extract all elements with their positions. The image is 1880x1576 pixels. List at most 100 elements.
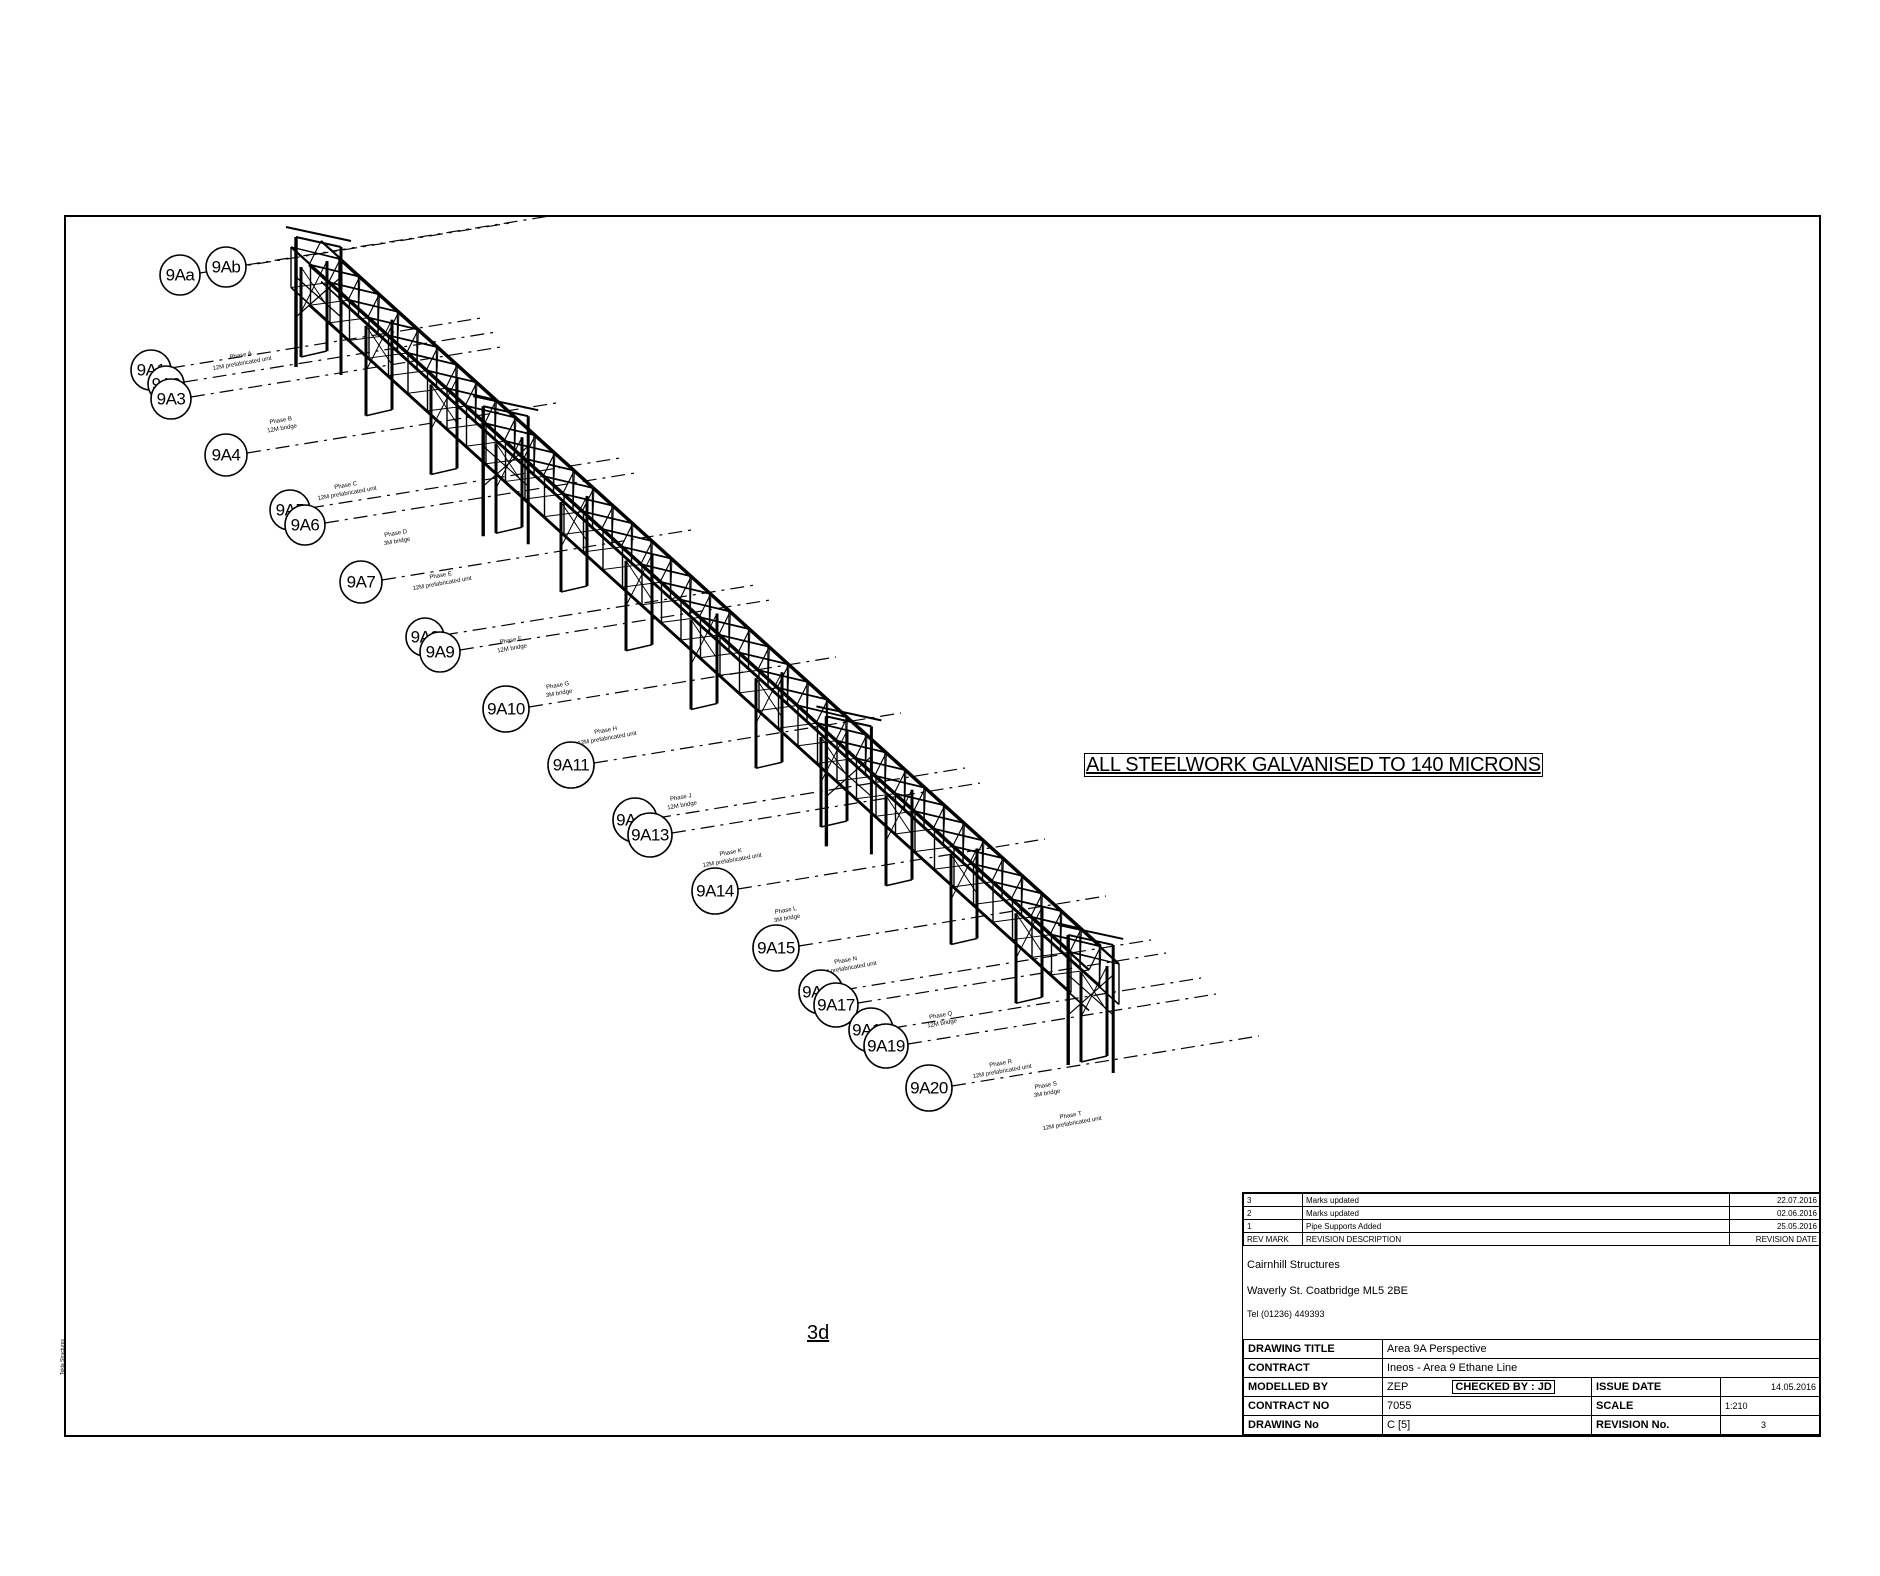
rev-mark: 3 [1243,1193,1303,1207]
tag-circle [627,812,673,858]
gridline-tag: 9A4 [204,433,248,477]
tag-circle [905,1064,953,1112]
title-info-table: DRAWING TITLE Area 9A Perspective CONTRA… [1243,1339,1821,1435]
phase-name: Phase R [989,1059,1013,1069]
phase-name: Phase L [774,906,797,916]
gridline-tag: 9A10 [482,685,530,733]
tag-label: 9A9 [426,643,455,662]
tag-circle [204,433,248,477]
phase-name: Phase T [1059,1111,1082,1121]
rev-description-header: REVISION DESCRIPTION [1302,1232,1730,1246]
phase-description: 12M bridge [497,643,528,654]
tag-circle [752,924,800,972]
phase-name: Phase B [269,416,292,426]
tag-label: 9A6 [291,516,320,535]
rev-date: 25.05.2016 [1729,1219,1821,1233]
tag-label: 9A7 [347,573,376,592]
phase-label: Phase L3M bridge [774,906,802,925]
phase-name: Phase G [546,681,570,691]
phase-label: Phase D3M bridge [384,529,412,547]
pipe-bridge-structure [285,226,1124,1073]
phase-name: Phase J [670,793,692,803]
tag-circle [813,982,859,1028]
tag-label: 9A19 [867,1037,905,1056]
contract-no: 7055 [1382,1396,1592,1416]
gridline-tag: 9A14 [691,867,739,915]
gridline-tag: 9Ab [205,246,247,288]
phase-name: Phase Q [929,1011,953,1021]
gridline-tag: 9A3 [150,378,192,420]
tag-label: 9A14 [696,882,734,901]
phase-description: 3M bridge [1034,1089,1062,1100]
drawing-title: Area 9A Perspective [1382,1339,1821,1359]
phase-description: 12M bridge [667,800,698,811]
phase-name: Phase E [429,571,452,581]
drawing-no: C [5] [1382,1415,1592,1435]
phase-name: Phase A [229,351,252,361]
phase-label: Phase G3M bridge [546,681,574,700]
tag-label: 9A17 [817,996,855,1015]
issue-date-label: ISSUE DATE [1591,1377,1721,1397]
modelled-by-label: MODELLED BY [1243,1377,1383,1397]
tag-circle [482,685,530,733]
phase-description: 12M bridge [267,423,298,434]
gridline-tag: 9A9 [419,631,461,673]
rev-description: Marks updated [1302,1206,1730,1220]
tag-label: 9A20 [910,1079,948,1098]
gridline-tag: 9Aa [159,254,201,296]
tag-circle [205,246,247,288]
gridline-tags: 9Aa9Ab9A19A29A39A49A59A69A79A89A99A109A1… [130,246,953,1112]
phase-name: Phase S [1034,1081,1057,1091]
contract-label: CONTRACT [1243,1358,1383,1378]
grid-leader-lines [170,217,1260,1087]
tag-circle [159,254,201,296]
software-stamp: Tekla Structures [60,1339,66,1375]
tag-label: 9A15 [757,939,795,958]
drawing-no-label: DRAWING No [1243,1415,1383,1435]
rev-mark: 2 [1243,1206,1303,1220]
phase-name: Phase C [334,481,358,491]
tag-label: 9Aa [166,266,196,285]
tag-circle [284,504,326,546]
gridline-tag: 9A15 [752,924,800,972]
gridline-tag: 9A11 [547,741,595,789]
checked-by: CHECKED BY : JD [1452,1380,1555,1394]
rev-description: Pipe Supports Added [1302,1219,1730,1233]
phase-name: Phase K [719,848,742,858]
scale-label: SCALE [1591,1396,1721,1416]
rev-date: 22.07.2016 [1729,1193,1821,1207]
gridline-tag: 9A20 [905,1064,953,1112]
rev-date: 02.06.2016 [1729,1206,1821,1220]
company-tel: Tel (01236) 449393 [1247,1309,1325,1319]
tag-label: 9A3 [157,390,186,409]
gridline-tag: 9A6 [284,504,326,546]
gridline-tag: 9A13 [627,812,673,858]
tag-circle [863,1023,909,1069]
company-address: Waverly St. Coatbridge ML5 2BE [1247,1285,1408,1297]
phase-name: Phase F [499,636,522,646]
gridline-tag: 9A7 [339,560,383,604]
phase-name: Phase H [594,726,618,736]
phase-description: 3M bridge [774,914,802,925]
gridline-tag: 9A19 [863,1023,909,1069]
company-name: Cairnhill Structures [1247,1259,1340,1271]
phase-description: 3M bridge [546,689,574,700]
tag-label: 9A11 [553,756,589,775]
drawing-title-label: DRAWING TITLE [1243,1339,1383,1359]
contract-no-label: CONTRACT NO [1243,1396,1383,1416]
